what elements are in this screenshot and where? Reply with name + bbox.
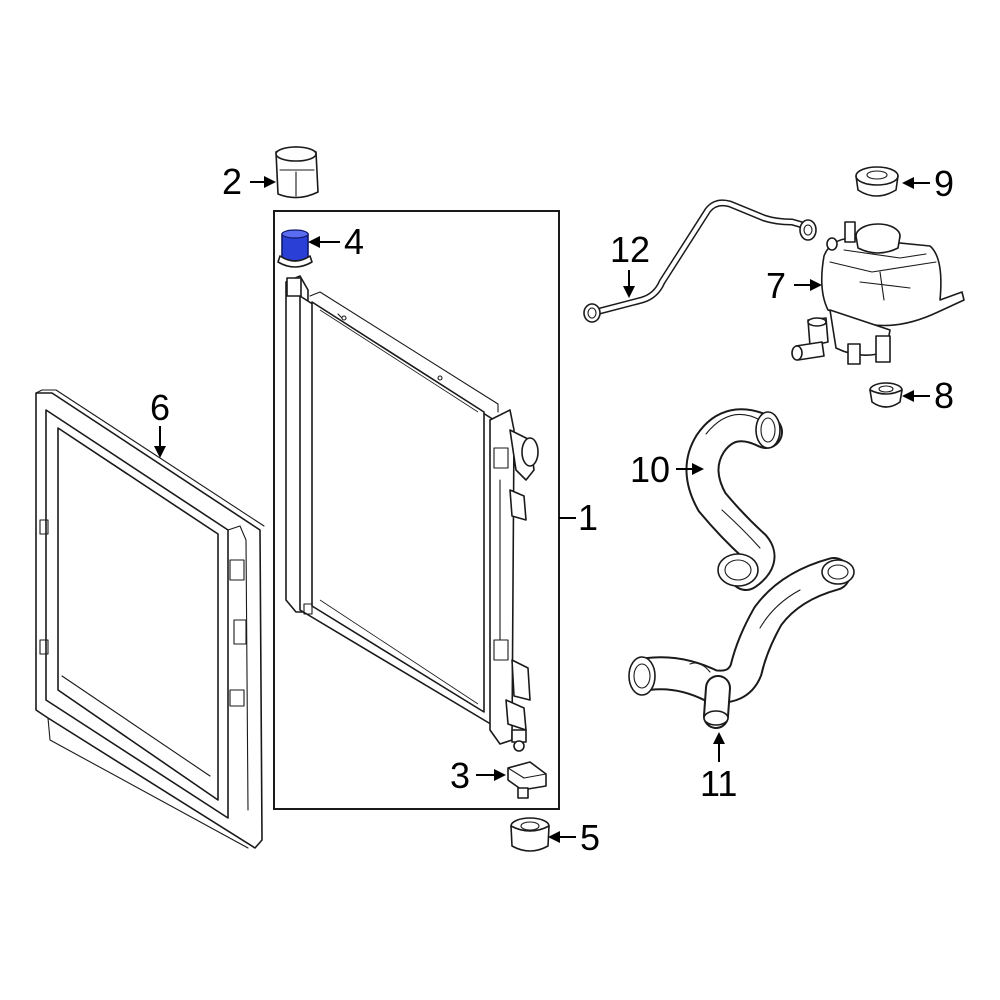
part-5-lower-insulator[interactable]	[510, 817, 550, 852]
assembly-frame	[273, 210, 560, 810]
part-12-vent-hose[interactable]	[583, 199, 817, 323]
leaders	[154, 176, 930, 843]
part-2-upper-insulator[interactable]	[275, 146, 319, 199]
callout-10: 10	[630, 449, 670, 490]
part-6-shroud[interactable]	[35, 389, 265, 849]
part-1-radiator[interactable]	[285, 275, 539, 752]
part-7-reservoir[interactable]	[791, 221, 965, 365]
callout-5: 5	[580, 817, 600, 858]
part-3-lower-bracket[interactable]	[507, 761, 547, 799]
callout-9: 9	[934, 163, 954, 204]
callout-8: 8	[934, 375, 954, 416]
callout-7: 7	[766, 265, 786, 306]
callout-6: 6	[150, 387, 170, 428]
part-9-reservoir-cap[interactable]	[855, 166, 899, 197]
part-11-lower-hose[interactable]	[628, 557, 855, 729]
part-10-upper-hose[interactable]	[685, 408, 783, 591]
callout-3: 3	[450, 755, 470, 796]
part-8-reservoir-bushing[interactable]	[869, 382, 903, 408]
callout-4: 4	[344, 221, 364, 262]
part-4-upper-mount[interactable]	[277, 229, 313, 268]
callout-11: 11	[700, 763, 737, 804]
callout-1: 1	[578, 497, 598, 538]
callout-2: 2	[222, 161, 242, 202]
callout-12: 12	[610, 229, 650, 270]
